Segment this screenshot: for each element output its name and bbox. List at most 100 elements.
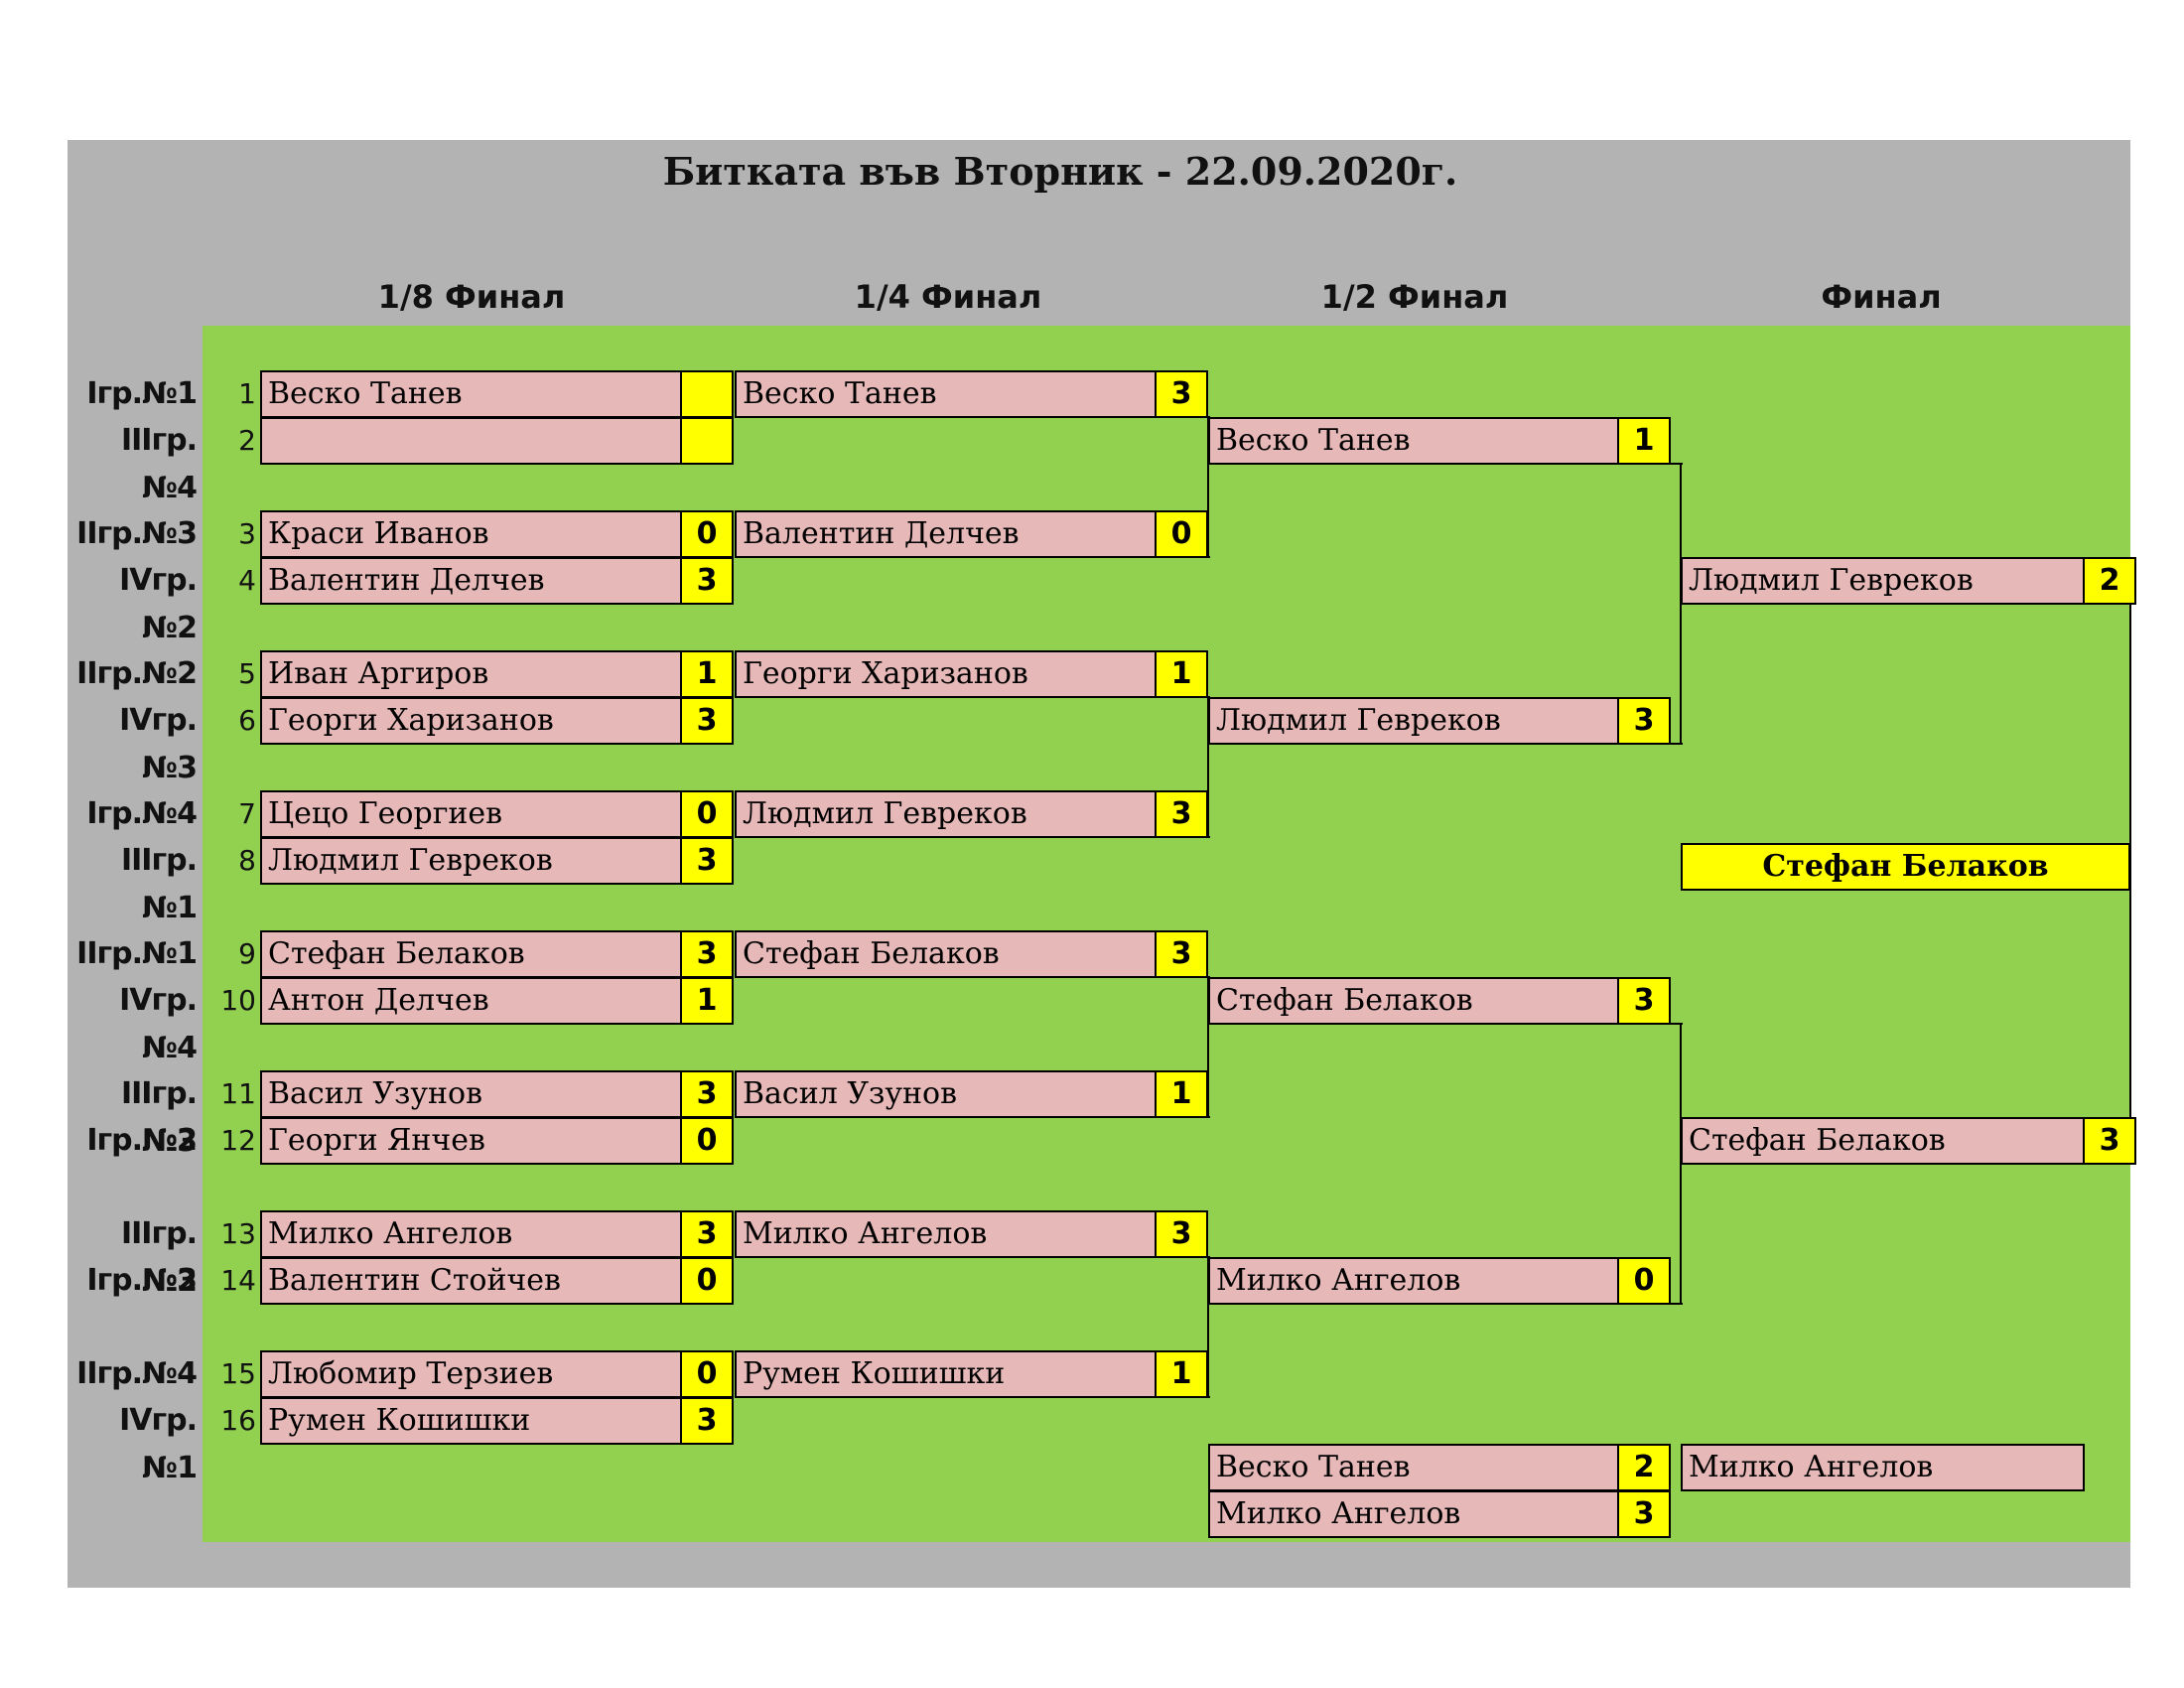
r16-score: 0: [680, 1350, 734, 1398]
r16-player-name: Веско Танев: [260, 370, 682, 418]
final-player-name: Стефан Белаков: [1681, 1117, 2085, 1165]
seed-number: 2: [238, 424, 256, 457]
connector-line: [1680, 1024, 1682, 1305]
qf-player-name: Васил Узунов: [735, 1070, 1157, 1118]
seed-number: 11: [220, 1077, 256, 1110]
round-header-qf: 1/4 Финал: [854, 278, 1042, 316]
connector-line: [1680, 464, 1682, 745]
group-label: Iгр.№4: [86, 796, 198, 831]
third-place-player-name: Веско Танев: [1208, 1444, 1619, 1491]
round-header-final: Финал: [1821, 278, 1942, 316]
r16-score: 0: [680, 510, 734, 558]
r16-score: 3: [680, 930, 734, 978]
sf-score: 1: [1617, 417, 1671, 465]
r16-player-name: Валентин Стойчев: [260, 1257, 682, 1305]
connector-line: [736, 1256, 1210, 1258]
qf-player-name: Валентин Делчев: [735, 510, 1157, 558]
seed-number: 7: [238, 797, 256, 830]
sf-score: 0: [1617, 1257, 1671, 1305]
r16-player-name: Валентин Делчев: [260, 557, 682, 605]
qf-player-name: Стефан Белаков: [735, 930, 1157, 978]
r16-player-name: Георги Харизанов: [260, 697, 682, 745]
final-score: 3: [2083, 1117, 2136, 1165]
r16-player-name: Георги Янчев: [260, 1117, 682, 1165]
group-label: IIIгр.№3: [120, 1076, 198, 1159]
connector-line: [736, 696, 1210, 698]
third-place-winner-name: Милко Ангелов: [1681, 1444, 2085, 1491]
connector-line: [1671, 743, 1683, 745]
connector-line: [736, 836, 1210, 838]
connector-line: [1207, 1257, 1209, 1398]
r16-score: 3: [680, 837, 734, 885]
qf-score: 0: [1155, 510, 1208, 558]
group-label: IVгр.№1: [119, 1403, 198, 1485]
qf-score: 1: [1155, 650, 1208, 698]
group-label: IIIгр.№1: [120, 843, 198, 925]
qf-score: 1: [1155, 1350, 1208, 1398]
sf-player-name: Людмил Гевреков: [1208, 697, 1619, 745]
r16-score: 3: [680, 697, 734, 745]
r16-score: 3: [680, 1210, 734, 1258]
group-label: IIгр.№4: [76, 1356, 198, 1391]
qf-score: 3: [1155, 930, 1208, 978]
qf-player-name: Людмил Гевреков: [735, 790, 1157, 838]
group-label: IIIгр.№2: [120, 1216, 198, 1299]
r16-player-name: Любомир Терзиев: [260, 1350, 682, 1398]
group-label: IIгр.№3: [76, 516, 198, 551]
group-label: Iгр.№1: [86, 376, 198, 411]
seed-number: 3: [238, 517, 256, 550]
sf-score: 3: [1617, 977, 1671, 1025]
qf-player-name: Милко Ангелов: [735, 1210, 1157, 1258]
seed-number: 14: [220, 1264, 256, 1297]
seed-number: 1: [238, 377, 256, 410]
seed-number: 12: [220, 1124, 256, 1157]
seed-number: 6: [238, 704, 256, 737]
qf-score: 3: [1155, 370, 1208, 418]
seed-number: 13: [220, 1217, 256, 1250]
qf-player-name: Веско Танев: [735, 370, 1157, 418]
connector-line: [1207, 697, 1209, 838]
group-label: IVгр.№4: [119, 983, 198, 1065]
round-header-sf: 1/2 Финал: [1320, 278, 1509, 316]
r16-player-name: Антон Делчев: [260, 977, 682, 1025]
seed-number: 15: [220, 1357, 256, 1390]
group-label: Iгр.№2: [86, 1123, 198, 1158]
connector-line: [1207, 977, 1209, 1118]
r16-player-name: Цецо Георгиев: [260, 790, 682, 838]
r16-score: 1: [680, 977, 734, 1025]
third-place-score: 3: [1617, 1490, 1671, 1538]
connector-line: [1207, 417, 1209, 558]
seed-number: 4: [238, 564, 256, 597]
r16-player-name: Краси Иванов: [260, 510, 682, 558]
sf-player-name: Веско Танев: [1208, 417, 1619, 465]
connector-line: [736, 416, 1210, 418]
r16-score: 3: [680, 1397, 734, 1445]
group-label: IIIгр.№4: [120, 423, 198, 505]
r16-player-name: Иван Аргиров: [260, 650, 682, 698]
connector-line: [1671, 463, 1683, 465]
third-place-player-name: Милко Ангелов: [1208, 1490, 1619, 1538]
r16-score: 0: [680, 790, 734, 838]
r16-score: 1: [680, 650, 734, 698]
r16-score: [680, 370, 734, 418]
r16-player-name: Людмил Гевреков: [260, 837, 682, 885]
group-label: IVгр.№2: [119, 563, 198, 645]
qf-score: 3: [1155, 1210, 1208, 1258]
qf-player-name: Румен Кошишки: [735, 1350, 1157, 1398]
page-title: Битката във Вторник - 22.09.2020г.: [662, 149, 1458, 194]
r16-player-name: Васил Узунов: [260, 1070, 682, 1118]
r16-score: 0: [680, 1117, 734, 1165]
third-place-score: 2: [1617, 1444, 1671, 1491]
seed-number: 8: [238, 844, 256, 877]
seed-number: 16: [220, 1404, 256, 1437]
seed-number: 10: [220, 984, 256, 1017]
sf-score: 3: [1617, 697, 1671, 745]
connector-line: [736, 1396, 1210, 1398]
connector-line: [1671, 1023, 1683, 1025]
group-label: IIгр.№1: [76, 936, 198, 971]
r16-score: 0: [680, 1257, 734, 1305]
sf-player-name: Стефан Белаков: [1208, 977, 1619, 1025]
r16-player-name: Милко Ангелов: [260, 1210, 682, 1258]
r16-player-name: Румен Кошишки: [260, 1397, 682, 1445]
r16-score: 3: [680, 1070, 734, 1118]
